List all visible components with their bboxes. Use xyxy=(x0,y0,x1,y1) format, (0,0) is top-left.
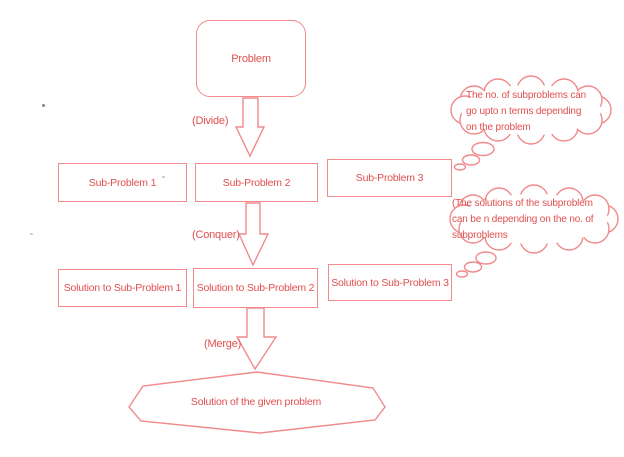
artifact-speck xyxy=(42,104,45,107)
solution-box-1: Solution to Sub-Problem 1 xyxy=(58,269,187,307)
subproblem-2-label: Sub-Problem 2 xyxy=(222,176,291,189)
thought-bubble-2-line-3: subproblems xyxy=(452,230,508,241)
conquer-label: (Conquer) xyxy=(192,229,240,241)
thought-bubble-2-text: (The solutions of the subproblem can be … xyxy=(452,196,594,244)
thought-bubble-1-line-3: on the problem xyxy=(466,122,531,133)
merge-label: (Merge) xyxy=(204,338,242,350)
divide-arrow xyxy=(234,97,266,158)
artifact-speck xyxy=(162,176,165,178)
artifact-speck xyxy=(30,233,33,235)
thought-bubble-1-line-2: go upto n terms depending xyxy=(466,106,582,117)
thought-tail-bubble xyxy=(475,251,497,265)
subproblem-box-3: Sub-Problem 3 xyxy=(327,159,452,197)
problem-label: Problem xyxy=(231,52,271,65)
problem-node: Problem xyxy=(196,20,306,97)
subproblem-box-2: Sub-Problem 2 xyxy=(195,163,318,202)
conquer-arrow xyxy=(237,202,270,267)
thought-tail-bubble xyxy=(461,154,481,166)
thought-bubble-2-line-2: can be n depending on the no. of xyxy=(452,214,594,225)
solution-box-3: Solution to Sub-Problem 3 xyxy=(328,264,452,301)
subproblem-box-1: Sub-Problem 1 xyxy=(58,163,187,202)
thought-tail-bubble xyxy=(463,261,483,273)
thought-tail-bubble xyxy=(455,270,469,278)
thought-tail-bubble xyxy=(471,141,495,157)
subproblem-1-label: Sub-Problem 1 xyxy=(88,176,157,189)
divide-label: (Divide) xyxy=(192,115,229,127)
thought-tail-bubble xyxy=(453,163,467,171)
result-label: Solution of the given problem xyxy=(190,396,322,408)
solution-3-label: Solution to Sub-Problem 3 xyxy=(331,276,449,289)
solution-box-2: Solution to Sub-Problem 2 xyxy=(193,268,318,308)
thought-bubble-1-line-1: The no. of subproblems can xyxy=(466,90,587,101)
thought-bubble-2-line-1: (The solutions of the subproblem xyxy=(452,198,593,209)
solution-1-label: Solution to Sub-Problem 1 xyxy=(63,282,182,294)
solution-2-label: Solution to Sub-Problem 2 xyxy=(196,282,315,294)
subproblem-3-label: Sub-Problem 3 xyxy=(355,172,424,184)
thought-bubble-1-text: The no. of subproblems can go upto n ter… xyxy=(466,88,586,136)
merge-arrow xyxy=(235,307,278,371)
